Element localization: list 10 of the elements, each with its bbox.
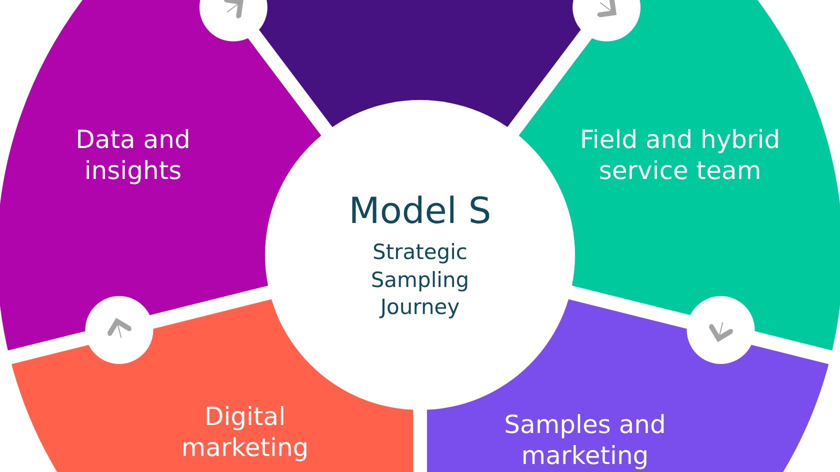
segment-label: Samples and marketing (503, 408, 667, 472)
chevron-connector (572, 0, 641, 42)
chevron-connector (85, 296, 154, 364)
segment-label: Field and hybrid service team (578, 124, 782, 186)
center-title: Model S (348, 190, 492, 234)
chevron-connector (199, 0, 268, 42)
chevron-connector (686, 296, 755, 364)
center-subtitle: Strategic Sampling Journey (370, 239, 470, 322)
segment-label: Digital marketing (180, 400, 310, 464)
segment-label: Data and insights (74, 124, 192, 186)
